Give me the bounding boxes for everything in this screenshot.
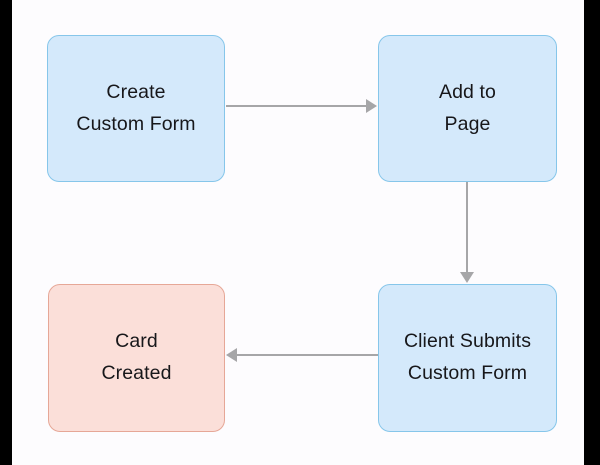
flowchart-canvas: Create Custom Form Add to Page Card Crea… (12, 0, 584, 465)
node-client-submits-custom-form-line-2: Custom Form (407, 362, 528, 384)
node-card-created-line-1: Card (115, 330, 158, 353)
node-card-created-line-2: Created (101, 362, 172, 384)
edge-line (226, 105, 369, 107)
node-client-submits-custom-form-line-1: Client Submits (403, 330, 532, 353)
arrow-left-icon (226, 348, 237, 362)
node-add-to-page-line-2: Page (444, 112, 491, 135)
node-create-custom-form-line-2: Custom Form (76, 112, 196, 135)
arrow-right-icon (366, 99, 377, 113)
node-client-submits-custom-form[interactable]: Client Submits Custom Form (378, 284, 557, 432)
arrow-down-icon (460, 272, 474, 283)
node-add-to-page[interactable]: Add to Page (378, 35, 557, 182)
node-create-custom-form[interactable]: Create Custom Form (47, 35, 225, 182)
edge-line (466, 182, 468, 274)
left-letterbox-band (0, 0, 12, 465)
node-add-to-page-line-1: Add to (439, 80, 496, 103)
node-create-custom-form-line-1: Create (106, 80, 166, 103)
node-card-created[interactable]: Card Created (48, 284, 225, 432)
edge-line (237, 354, 378, 356)
right-letterbox-band (584, 0, 600, 465)
